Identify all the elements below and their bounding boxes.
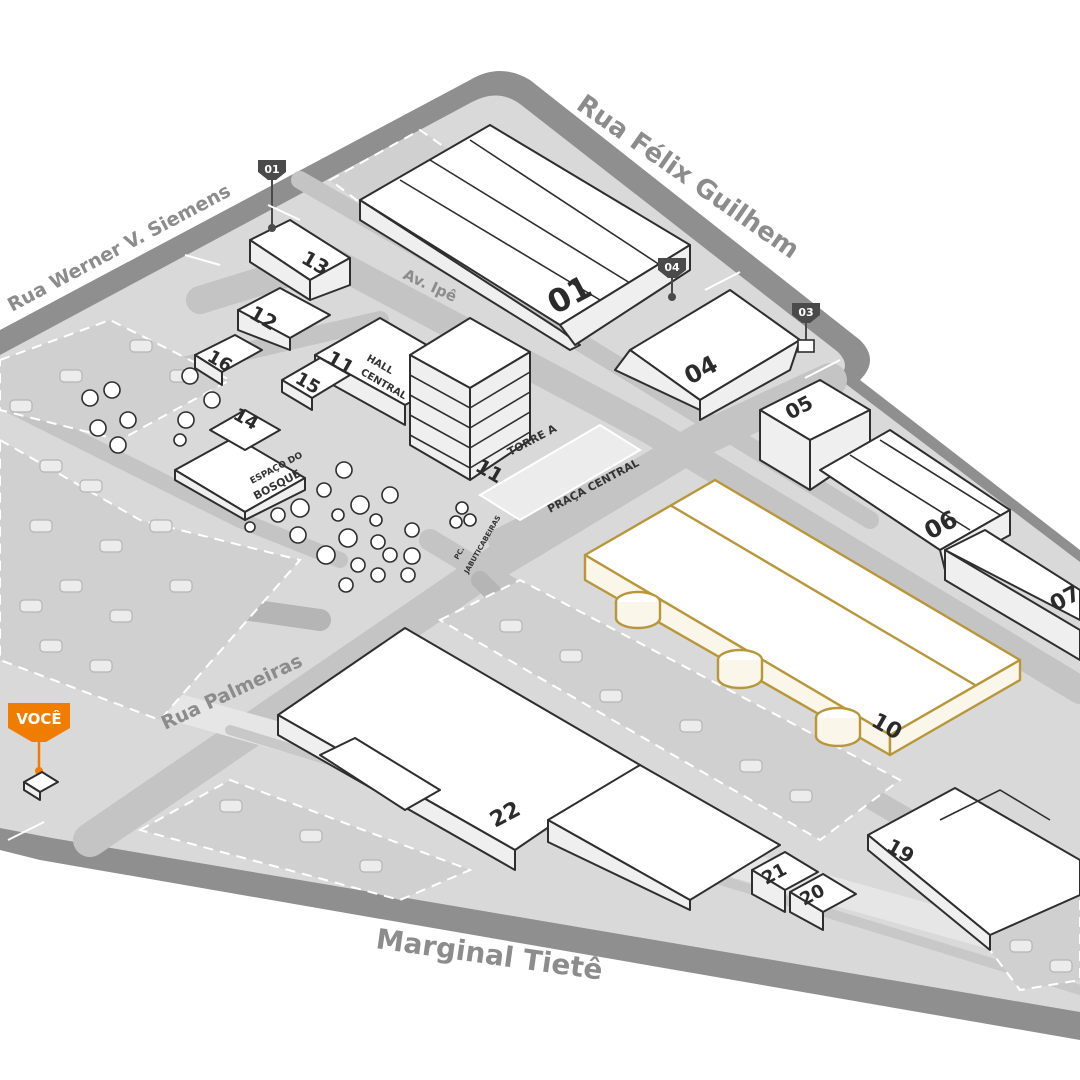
building-14[interactable]: 14 ESPAÇO DO BOSQUE: [174, 404, 306, 521]
building-20[interactable]: 20: [789, 873, 857, 931]
building-10[interactable]: 10: [583, 478, 1022, 757]
map-pin-04[interactable]: 04: [658, 258, 686, 301]
building-15[interactable]: 15: [281, 357, 351, 411]
pin-label-03: 03: [798, 306, 813, 319]
building-07[interactable]: 07: [944, 529, 1080, 661]
map-pin-01[interactable]: 01: [258, 160, 286, 232]
bosque-trees: [81, 367, 421, 593]
building-22[interactable]: 22: [277, 627, 781, 911]
building-21[interactable]: 21: [751, 851, 819, 913]
parked-cars: [9, 339, 1073, 973]
gate-arrows: [7, 204, 841, 841]
building-12[interactable]: 12: [237, 287, 331, 351]
building-16[interactable]: 16: [194, 334, 263, 386]
building-13[interactable]: 13: [249, 219, 351, 301]
you-label: VOCÊ: [16, 709, 61, 728]
building-01[interactable]: 01: [359, 124, 691, 351]
pin-label-01: 01: [264, 163, 279, 176]
you-are-here-marker[interactable]: VOCÊ: [8, 703, 70, 801]
map-pin-03[interactable]: 03: [792, 303, 820, 353]
pin-label-04: 04: [664, 261, 680, 274]
building-19[interactable]: 19: [867, 787, 1080, 951]
